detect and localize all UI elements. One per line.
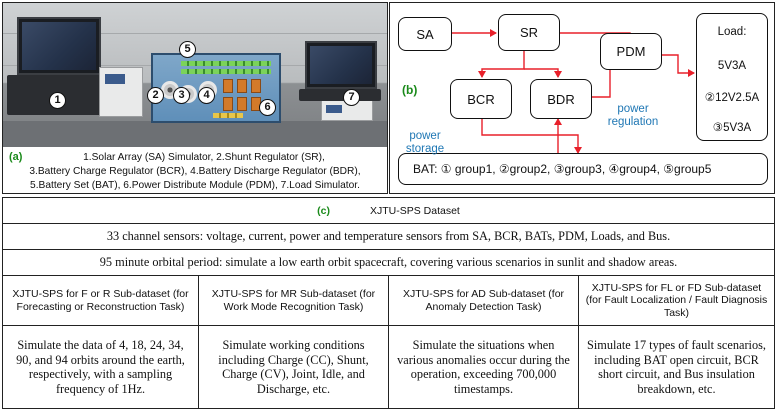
node-bat: BAT: ① group1, ②group2, ③group3, ④group4… xyxy=(398,153,768,185)
sa-simulator-instrument xyxy=(99,67,143,117)
panel-c-dataset-table: (c) XJTU-SPS Dataset 33 channel sensors:… xyxy=(2,197,775,409)
header-cell-f-r: XJTU-SPS for F or R Sub-dataset (for For… xyxy=(3,276,199,325)
dataset-title: XJTU-SPS Dataset xyxy=(370,205,460,217)
power-regulation-line-1: power xyxy=(596,103,670,116)
power-storage-note: power storage xyxy=(400,130,450,156)
caption-line-1: 1.Solar Array (SA) Simulator, 2.Shunt Re… xyxy=(3,152,387,163)
arrow-sr-bcr xyxy=(482,51,524,77)
header-cell-mr: XJTU-SPS for MR Sub-dataset (for Work Mo… xyxy=(199,276,389,325)
header-ad: XJTU-SPS for AD Sub-dataset (for Anomaly… xyxy=(395,288,572,313)
node-load: Load: ⑕5V3A ②12V2.5A ③5V3A xyxy=(696,13,768,141)
badge-6: 6 xyxy=(259,99,276,116)
badge-1: 1 xyxy=(49,92,66,109)
body-ad: Simulate the situations when various ano… xyxy=(395,338,572,396)
header-cell-fl-fd: XJTU-SPS for FL or FD Sub-dataset (for F… xyxy=(579,276,774,325)
load-item-3: ③5V3A xyxy=(697,120,767,134)
badge-7: 7 xyxy=(343,89,360,106)
orbit-row: 95 minute orbital period: simulate a low… xyxy=(3,250,774,276)
panel-b-label: (b) xyxy=(402,83,417,97)
table-title-row: (c) XJTU-SPS Dataset xyxy=(3,198,774,224)
badge-2: 2 xyxy=(147,87,164,104)
header-cell-ad: XJTU-SPS for AD Sub-dataset (for Anomaly… xyxy=(389,276,579,325)
power-storage-line-1: power xyxy=(400,130,450,143)
load-title: Load: xyxy=(697,26,767,38)
load-item-2: ②12V2.5A xyxy=(697,90,767,104)
badge-3: 3 xyxy=(173,87,190,104)
testbed-photo: 1 2 3 4 5 6 7 xyxy=(3,3,387,147)
node-sr: SR xyxy=(498,14,560,51)
load-item-1: ⑕5V3A xyxy=(697,60,767,72)
arrow-bcr-bat xyxy=(482,117,578,153)
left-laptop-screen xyxy=(17,17,101,75)
body-cell-fl-fd: Simulate 17 types of fault scenarios, in… xyxy=(579,326,774,408)
badge-5: 5 xyxy=(179,41,196,58)
body-mr: Simulate working conditions including Ch… xyxy=(205,338,382,396)
header-f-r: XJTU-SPS for F or R Sub-dataset (for For… xyxy=(9,288,192,313)
node-bdr: BDR xyxy=(530,79,592,119)
power-regulation-line-2: regulation xyxy=(596,116,670,129)
table-title-cell: (c) XJTU-SPS Dataset xyxy=(3,198,774,223)
panel-a-photo: 1 2 3 4 5 6 7 (a) 1.Solar Array (SA) Sim… xyxy=(2,2,388,194)
arrow-pdm-load xyxy=(662,55,694,73)
panel-a-caption: (a) 1.Solar Array (SA) Simulator, 2.Shun… xyxy=(3,149,387,193)
body-cell-mr: Simulate working conditions including Ch… xyxy=(199,326,389,408)
caption-line-2: 3.Battery Charge Regulator (BCR), 4.Batt… xyxy=(3,166,387,177)
right-laptop-keyboard xyxy=(299,89,381,101)
sensors-text: 33 channel sensors: voltage, current, po… xyxy=(3,224,774,249)
subdataset-header-row: XJTU-SPS for F or R Sub-dataset (for For… xyxy=(3,276,774,326)
subdataset-body-row: Simulate the data of 4, 18, 24, 34, 90, … xyxy=(3,326,774,408)
sensors-row: 33 channel sensors: voltage, current, po… xyxy=(3,224,774,250)
table-surface xyxy=(3,121,387,147)
right-laptop-screen xyxy=(305,41,377,89)
body-cell-ad: Simulate the situations when various ano… xyxy=(389,326,579,408)
node-pdm: PDM xyxy=(600,33,662,70)
panel-b-diagram: SA SR PDM BCR BDR Load: ⑕5V3A ②12V2.5A ③… xyxy=(389,2,775,194)
node-bcr: BCR xyxy=(450,79,512,119)
header-mr: XJTU-SPS for MR Sub-dataset (for Work Mo… xyxy=(205,288,382,313)
node-sa: SA xyxy=(398,17,452,51)
body-f-r: Simulate the data of 4, 18, 24, 34, 90, … xyxy=(9,338,192,396)
caption-line-3: 5.Battery Set (BAT), 6.Power Distribute … xyxy=(3,180,387,191)
panel-c-label: (c) xyxy=(317,205,330,217)
arrow-sr-bdr xyxy=(524,69,558,77)
header-fl-fd: XJTU-SPS for FL or FD Sub-dataset (for F… xyxy=(585,282,768,320)
badge-4: 4 xyxy=(198,87,215,104)
power-storage-line-2: storage xyxy=(400,143,450,156)
body-cell-f-r: Simulate the data of 4, 18, 24, 34, 90, … xyxy=(3,326,199,408)
power-regulation-note: power regulation xyxy=(596,103,670,129)
body-fl-fd: Simulate 17 types of fault scenarios, in… xyxy=(585,338,768,396)
orbit-text: 95 minute orbital period: simulate a low… xyxy=(3,250,774,275)
